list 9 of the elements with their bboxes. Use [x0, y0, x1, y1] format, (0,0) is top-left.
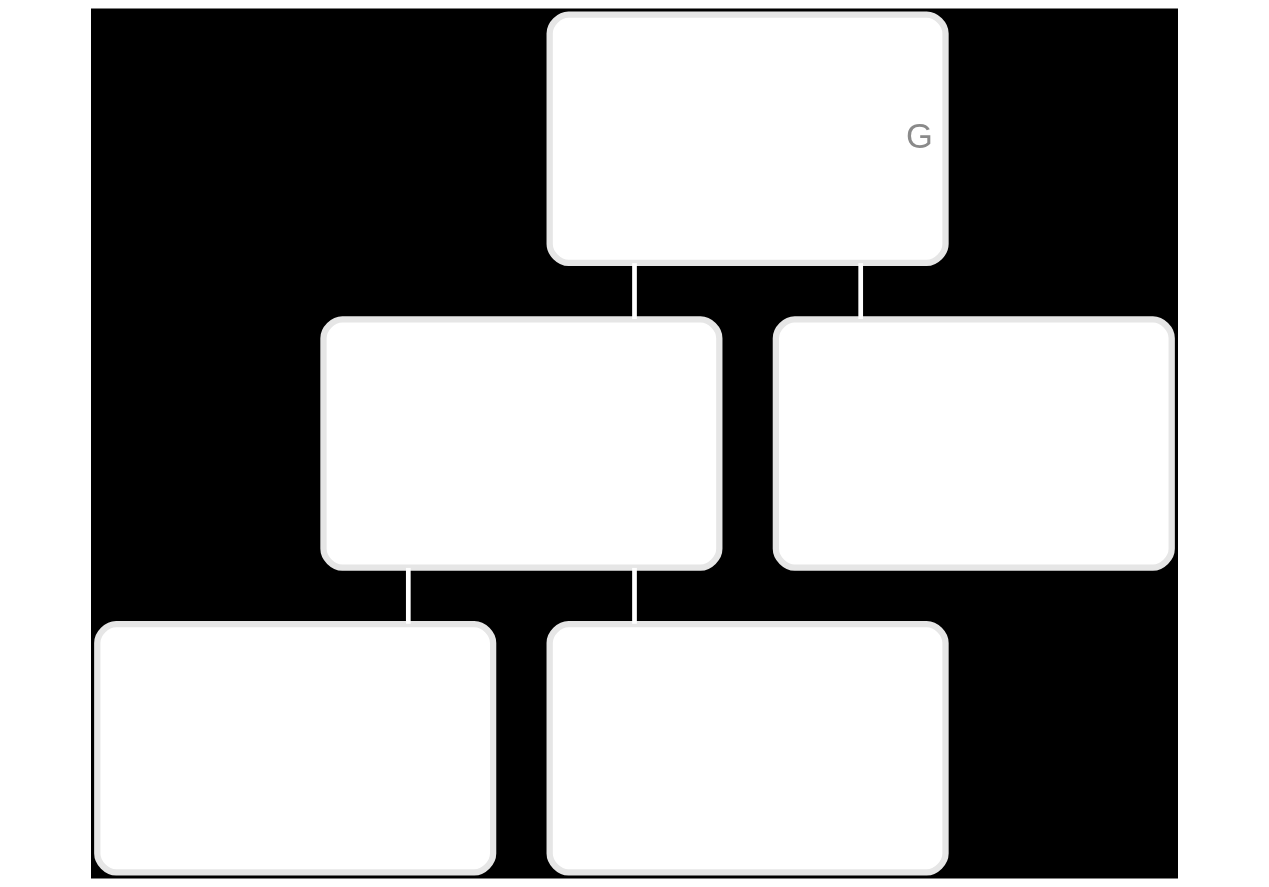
connector	[405, 567, 411, 624]
node-box	[320, 316, 723, 571]
node-box: G	[546, 11, 949, 266]
connector	[632, 567, 637, 624]
node-box	[94, 621, 497, 876]
node-box	[772, 316, 1175, 571]
connector	[632, 263, 637, 319]
node-box	[546, 621, 949, 876]
connector	[858, 263, 864, 319]
